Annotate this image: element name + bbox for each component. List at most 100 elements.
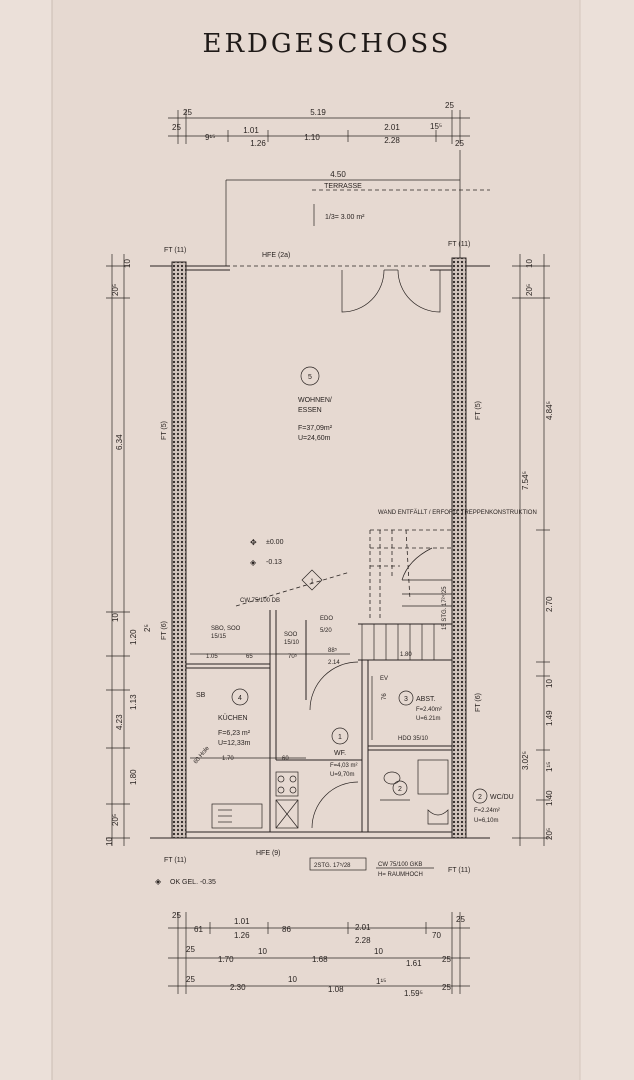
bdim-r1-25: 25 (172, 911, 181, 920)
bottom-dimension-chains: 25 61 1.01 1.26 86 2.01 2.28 70 25 25 1.… (168, 911, 470, 998)
room-hall-area: F=4,03 m² (330, 763, 358, 769)
rdim-1-15: 1¹⁵ (545, 762, 554, 772)
room-hall: 1 WF. F=4,03 m² U=9,70m (330, 727, 358, 778)
dim-9-15: 9¹⁵ (205, 133, 215, 142)
room-living-name2: ESSEN (298, 407, 322, 414)
soo-size: 15/10 (284, 640, 300, 646)
ft-left-low: FT (6) (161, 621, 168, 640)
ft-top-left: FT (11) (164, 247, 186, 254)
ft-right-low: FT (6) (475, 693, 482, 712)
dim-25-b: 25 (172, 123, 181, 132)
bdim-2-01: 2.01 (355, 923, 371, 932)
idim-76: 76 (382, 693, 388, 700)
dim-15-5: 15⁵ (430, 122, 442, 131)
room-living-area: F=37,09m² (298, 425, 333, 432)
terrace-label: TERRASSE (324, 183, 362, 190)
ldim-10: 10 (123, 259, 132, 268)
bdim-1-59-5: 1.59⁵ (404, 989, 423, 998)
bdim-1-61: 1.61 (406, 959, 422, 968)
room-kitchen-perimeter: U=12,33m (218, 740, 251, 747)
ft-left-mid: FT (5) (161, 421, 168, 440)
bdim-2-30: 2.30 (230, 983, 246, 992)
room-living-number: 5 (308, 374, 312, 381)
room-living: 5 WOHNEN/ ESSEN F=37,09m² U=24,60m (298, 366, 333, 442)
room-storage-area: F=2.40m² (416, 707, 442, 713)
room-storage-number: 3 (404, 696, 408, 703)
dim-overall-width: 5.19 (310, 108, 326, 117)
room-hall-number: 1 (338, 734, 342, 741)
hdo-label: HDO 35/10 (398, 736, 429, 742)
room-kitchen-name: KÜCHEN (218, 714, 248, 722)
ft-top-right: FT (11) (448, 241, 470, 248)
room-wc-area: F=2.24m² (474, 808, 500, 814)
idim-60: 60 (282, 756, 289, 762)
idim-1-80: 1.80 (400, 652, 412, 658)
bdim-86: 86 (282, 925, 291, 934)
interior-dimensions: 1.05 65 70⁵ 88⁵ 2.14 1.70 60 1.80 76 (190, 647, 412, 762)
room-wc-name: WC/DU (490, 794, 514, 801)
idim-88-5: 88⁵ (328, 647, 338, 654)
bdim-r2-25: 25 (186, 945, 195, 954)
room-kitchen-area: F=6,23 m² (218, 730, 251, 737)
edo-size: 5/20 (320, 628, 332, 634)
right-wall (451, 257, 467, 839)
rdim-10b: 10 (545, 679, 554, 688)
dim-top-left-25: 25 (183, 108, 192, 117)
rdim-10: 10 (525, 259, 534, 268)
dim-1-10: 1.10 (304, 133, 320, 142)
bdim-r2-10: 10 (258, 947, 267, 956)
ldim-6-34: 6.34 (115, 434, 124, 450)
ev-label: EV (380, 676, 388, 682)
ldim-1-80: 1.80 (129, 769, 138, 785)
rdim-4-84-5: 4.84⁵ (545, 401, 554, 420)
dim-top-right-25: 25 (445, 101, 454, 110)
bdim-1-26: 1.26 (234, 931, 250, 940)
idim-1-70: 1.70 (222, 756, 234, 762)
rdim-2-70: 2.70 (545, 596, 554, 612)
room-living-name1: WOHNEN/ (298, 397, 332, 404)
room-wc-number: 2 (478, 794, 482, 801)
room-storage: 3 ABST. F=2.40m² U=6.21m EV HDO 35/10 (380, 676, 442, 742)
room-hall-perimeter: U=9,70m (330, 772, 355, 778)
stair-flight-label: 1 (310, 579, 314, 585)
idim-65: 65 (246, 654, 253, 660)
sb-label: SB (196, 692, 206, 699)
ldim-4-23: 4.23 (115, 714, 124, 730)
cw-note: CW 75/100 DB (240, 598, 280, 604)
bdim-r2-10b: 10 (374, 947, 383, 956)
room-wc-label-number: 2 (398, 786, 402, 793)
dim-2-01: 2.01 (384, 123, 400, 132)
bdim-61: 61 (194, 925, 203, 934)
bdim-r1-25b: 25 (456, 915, 465, 924)
door-height-note: H= RAUMHOCH (378, 872, 423, 878)
ldim-1-20: 1.20 (129, 629, 138, 645)
sbo-label: SBO, SOO (211, 626, 241, 632)
bdim-70: 70 (432, 931, 441, 940)
level-entry: -0.13 (266, 559, 282, 566)
left-dimension-chain: 10 20⁵ 6.34 10 1.20 2⁵ 1.13 4.23 1.80 10… (105, 254, 152, 846)
bdim-2-28: 2.28 (355, 936, 371, 945)
dim-2-28: 2.28 (384, 136, 400, 145)
bdim-1-15: 1¹⁵ (376, 977, 386, 986)
ldim-20-5: 20⁵ (111, 284, 120, 296)
level-marks: ✥ ±0.00 ◈ -0.13 ◈ OK GEL. -0.35 (155, 538, 284, 886)
left-wall (171, 261, 187, 839)
ft-bottom-left: FT (11) (164, 857, 186, 864)
terrace-doors (341, 269, 441, 313)
construction-notes: SBO, SOO 15/15 SOO 15/10 EDO 5/20 CW 75/… (211, 598, 434, 878)
room-living-perimeter: U=24,60m (298, 435, 331, 442)
top-dimension-chains: 25 5.19 25 25 9¹⁵ 1.01 1.26 1.10 2.01 2.… (168, 101, 470, 148)
right-dimension-chain: 10 20⁵ 4.84⁵ 7.54⁵ 2.70 10 1.49 3.02⁵ 1¹… (512, 254, 554, 846)
idim-1-05: 1.05 (206, 654, 218, 660)
interior-walls (186, 610, 452, 832)
sbo-size: 15/15 (211, 634, 227, 640)
staircase: WAND ENTFÄLLT / ERFORD. TREPPENKONSTRUKT… (235, 509, 537, 661)
bdim-1-68: 1.68 (312, 955, 328, 964)
room-hall-name: WF. (334, 750, 346, 757)
rdim-20-5b: 20⁵ (545, 828, 554, 840)
ldim-10c: 10 (105, 837, 114, 846)
soo-label: SOO (284, 632, 298, 638)
ft-right-mid: FT (5) (475, 401, 482, 420)
